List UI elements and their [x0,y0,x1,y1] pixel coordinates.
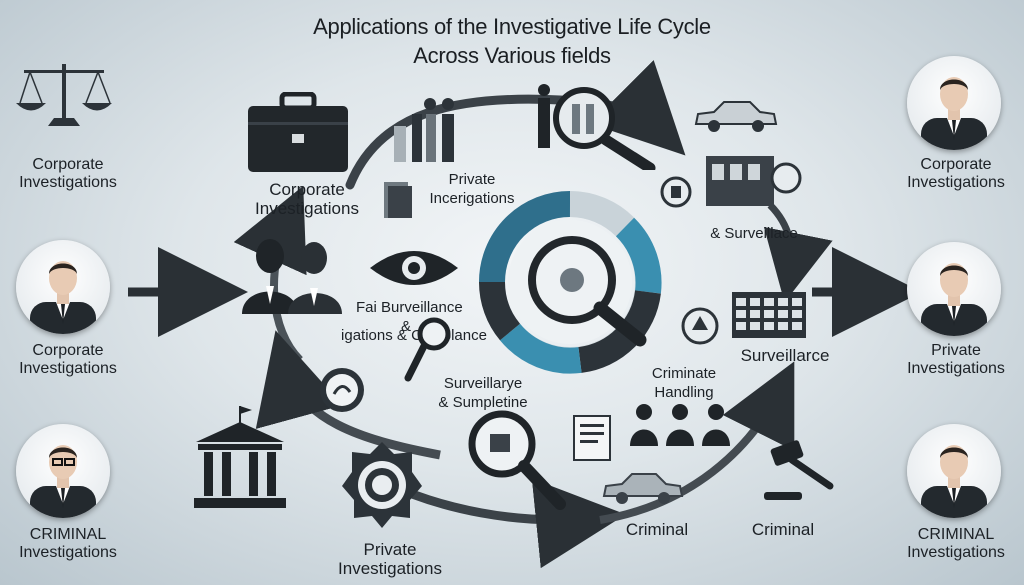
label-fai-surveillance: Fai Burveillance& [356,299,463,335]
avatar-left-middle [16,240,110,334]
label-criminal-right: Criminal [751,520,815,539]
person-glasses-icon [30,445,96,518]
magnifier-center-icon [528,236,647,347]
diagram-title-line1: Applications of the Investigative Life C… [313,14,711,39]
label-surveillance-right: Surveillarce [740,346,830,365]
police-badge-icon [342,442,422,528]
person-icon [921,445,987,518]
label-compliance: igations & Complance [341,327,487,344]
tag-icon [660,176,692,208]
avatar-right-top [907,56,1001,150]
person-icon [30,261,96,334]
document-stack-icon [384,182,412,218]
label-surveillance-center: Surveillarye& Sumpletine [438,375,528,411]
cycle-arrow-top [345,59,686,190]
person-icon [921,263,987,336]
person-columns-icon [394,98,454,162]
gavel-icon [764,440,834,500]
investigators-magnifier-icon [538,84,656,170]
label-surveillance-right-small: & Surveillace [710,225,798,242]
car-icon [694,101,778,132]
calendar-icon [732,292,806,338]
people-icon [242,239,342,314]
magnifier-small-icon [404,317,451,382]
magnifier-bottom-icon [468,410,566,510]
seal-icon [681,307,719,345]
scales-icon [16,64,112,126]
car-bottom-icon [602,473,684,504]
document-icon [573,415,611,461]
briefcase-icon [248,92,348,172]
avatar-right-middle [907,242,1001,336]
cycle-arrow-lower-left [255,330,441,460]
courthouse-icon [194,406,286,508]
diagram-title-line2: Across Various fields [413,43,611,68]
eye-icon [370,251,458,285]
avatar-left-bottom [16,424,110,518]
cycle-arrow-right [763,202,833,303]
building-icon [706,156,802,206]
person-icon [921,77,987,150]
avatar-right-bottom [907,424,1001,518]
label-criminal-center: Criminal [625,520,689,539]
round-badge-icon [320,368,364,412]
cycle-arrow-lower-right [599,361,795,524]
group-icon [630,404,730,446]
